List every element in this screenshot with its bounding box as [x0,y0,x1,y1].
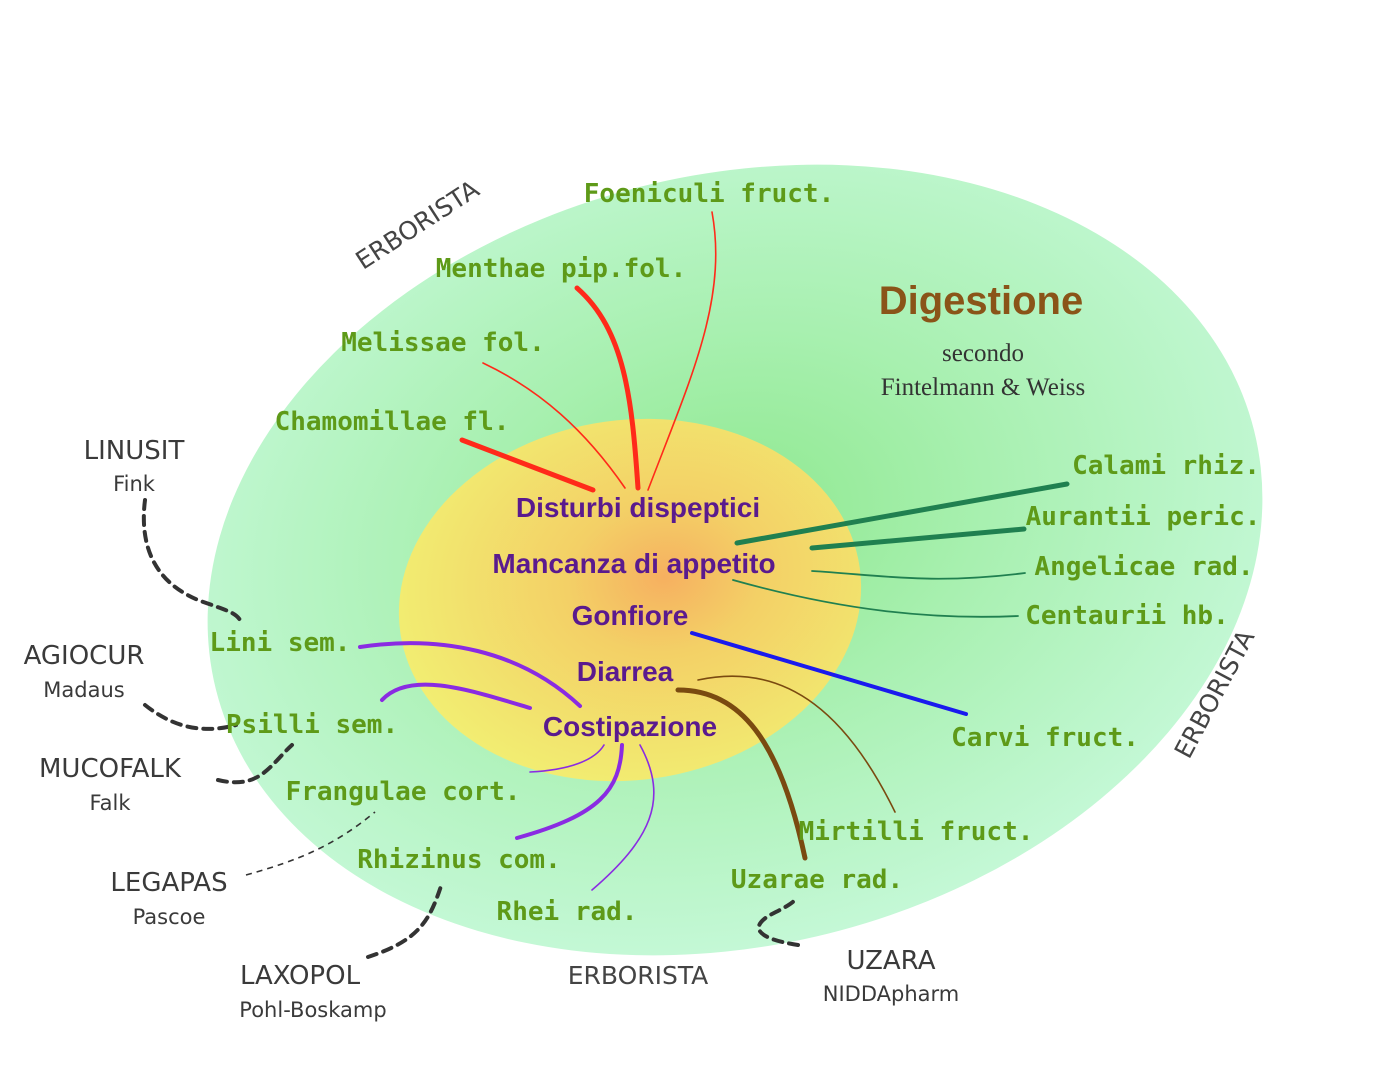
link-frangulae [529,744,605,773]
product-laxopol-maker: Pohl-Boskamp [239,998,386,1022]
product-agiocur: AGIOCUR [24,641,145,671]
condition-dyspepsia: Disturbi dispeptici [516,492,760,523]
herb-mirtilli: Mirtilli fruct. [799,817,1034,847]
diagram-subtitle-line1: secondo [942,340,1024,367]
herb-aurantii: Aurantii peric. [1026,502,1261,532]
link-centaurii [732,579,1019,618]
herb-uzarae: Uzarae rad. [731,865,903,895]
link-psilli [380,682,532,710]
herb-foeniculi: Foeniculi fruct. [584,179,834,209]
herb-carvi: Carvi fruct. [951,723,1139,753]
herb-menthae: Menthae pip.fol. [436,254,686,284]
inner-zone-ellipse [398,418,862,782]
product-mucofalk: MUCOFALK [39,754,182,784]
product-legapas: LEGAPAS [110,868,227,898]
product-linusit-maker: Fink [113,472,156,496]
herb-frangulae: Frangulae cort. [286,777,521,807]
herb-angelicae: Angelicae rad. [1034,552,1253,582]
condition-bloating: Gonfiore [572,600,689,631]
herb-melissae: Melissae fol. [341,328,545,358]
herb-centaurii: Centaurii hb. [1025,601,1229,631]
link-melissae [482,362,626,489]
link-lini [358,641,582,708]
herb-rhizinus: Rhizinus com. [357,845,561,875]
link-chamomillae [459,437,596,493]
product-uzara: UZARA [847,946,936,976]
link-angelicae [811,570,1026,580]
product-laxopol: LAXOPOL [240,961,361,991]
herb-chamomillae: Chamomillae fl. [275,407,510,437]
herb-calami: Calami rhiz. [1072,451,1260,481]
herb-psilli: Psilli sem. [226,710,398,740]
condition-diarrhea: Diarrea [577,656,674,687]
link-aurantii [809,526,1027,551]
product-uzara-maker: NIDDApharm [823,982,959,1006]
product-agiocur-maker: Madaus [43,678,124,702]
diagram-title: Digestione [879,279,1083,323]
product-linusit: LINUSIT [84,436,185,466]
link-agiocur [143,703,238,731]
product-legapas-maker: Pascoe [133,905,206,929]
product-mucofalk-maker: Falk [89,791,131,815]
herb-rhei: Rhei rad. [497,897,638,927]
link-rhizinus [515,743,624,840]
condition-appetite-loss: Mancanza di appetito [492,548,775,579]
link-mirtilli [697,675,896,813]
link-foeniculi [647,211,717,491]
herb-lini: Lini sem. [210,628,351,658]
link-carvi [690,631,968,716]
link-uzarae [675,687,808,861]
link-rhei [591,744,655,891]
erborista-label-bottom: ERBORISTA [568,961,709,990]
diagram-subtitle-line2: Fintelmann & Weiss [881,374,1085,401]
link-linusit [141,498,242,622]
condition-constipation: Costipazione [543,711,717,742]
link-menthae [574,285,641,491]
link-calami [734,481,1070,546]
link-mucofalk [216,743,294,785]
link-laxopol [366,881,444,959]
link-uzara [756,898,800,947]
